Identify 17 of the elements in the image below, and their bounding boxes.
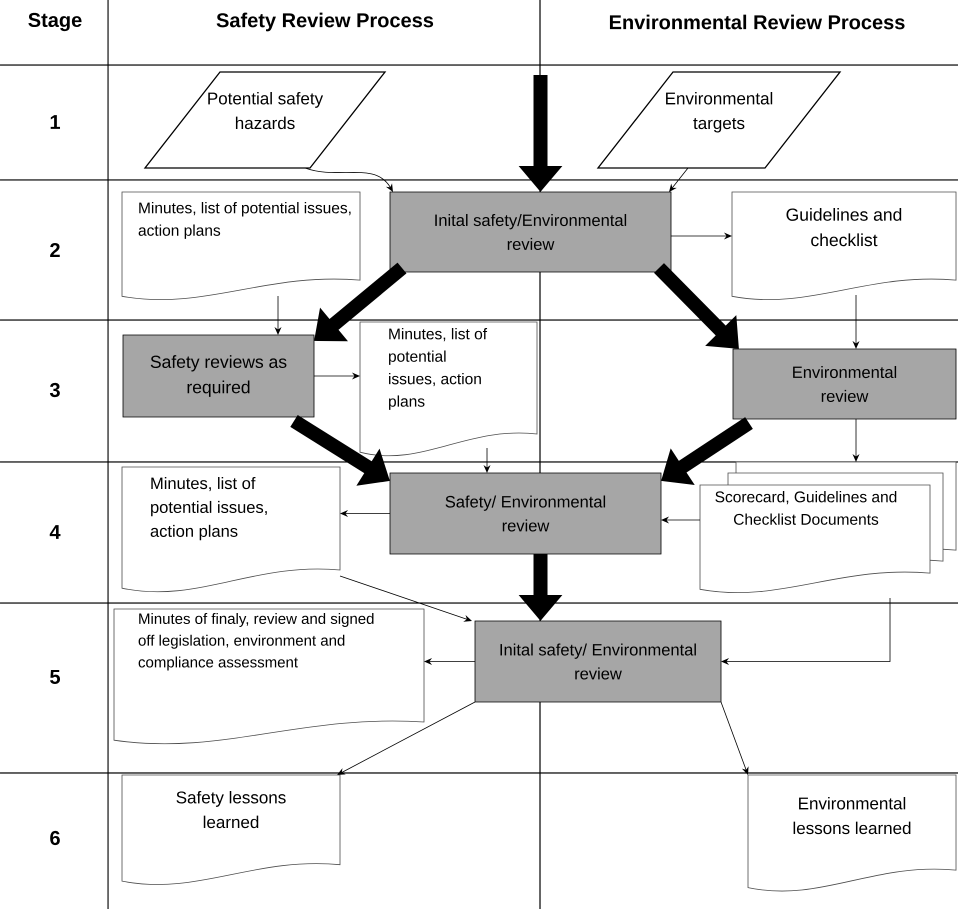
- process-box: Environmental review: [732, 348, 956, 420]
- arrow: [669, 168, 688, 192]
- column-header: Safety Review Process: [216, 12, 434, 32]
- stage-number: 2: [50, 243, 60, 257]
- stage-number: 6: [50, 830, 60, 846]
- block-arrow: [654, 263, 739, 349]
- process-box: Safety reviews as required: [122, 334, 314, 418]
- column-header: Stage: [28, 12, 82, 32]
- stage-number: 3: [50, 382, 60, 398]
- stage-number: 1: [50, 115, 60, 129]
- stage-number: 5: [50, 670, 60, 684]
- process-box: Inital safety/ Environmental review: [474, 620, 722, 702]
- process-box: Inital safety/Environmental review: [390, 192, 672, 272]
- stage-number: 4: [50, 525, 60, 539]
- arrow: [304, 168, 393, 192]
- process-box: Safety/ Environmental review: [390, 472, 662, 554]
- column-header: Environmental Review Process: [610, 14, 905, 30]
